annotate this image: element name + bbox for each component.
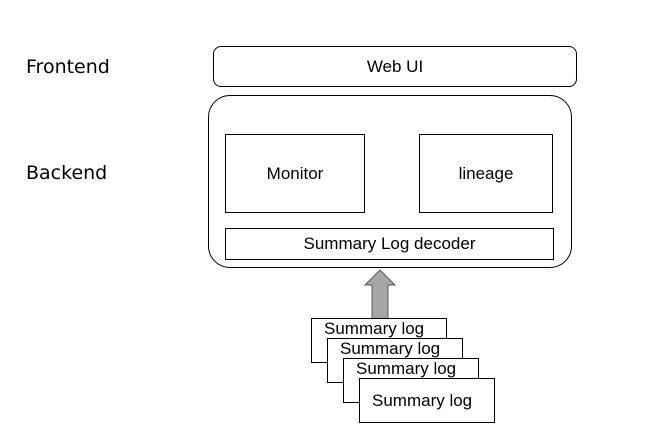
backend-label: Backend xyxy=(26,162,108,184)
frontend-label: Frontend xyxy=(26,56,110,78)
up-arrow-icon xyxy=(363,269,397,320)
summary-log-decoder-box: Summary Log decoder xyxy=(225,228,554,260)
web-ui-box: Web UI xyxy=(213,46,577,87)
summary-log-card: Summary log xyxy=(359,378,495,423)
monitor-box: Monitor xyxy=(225,134,365,213)
lineage-box: lineage xyxy=(419,134,553,213)
